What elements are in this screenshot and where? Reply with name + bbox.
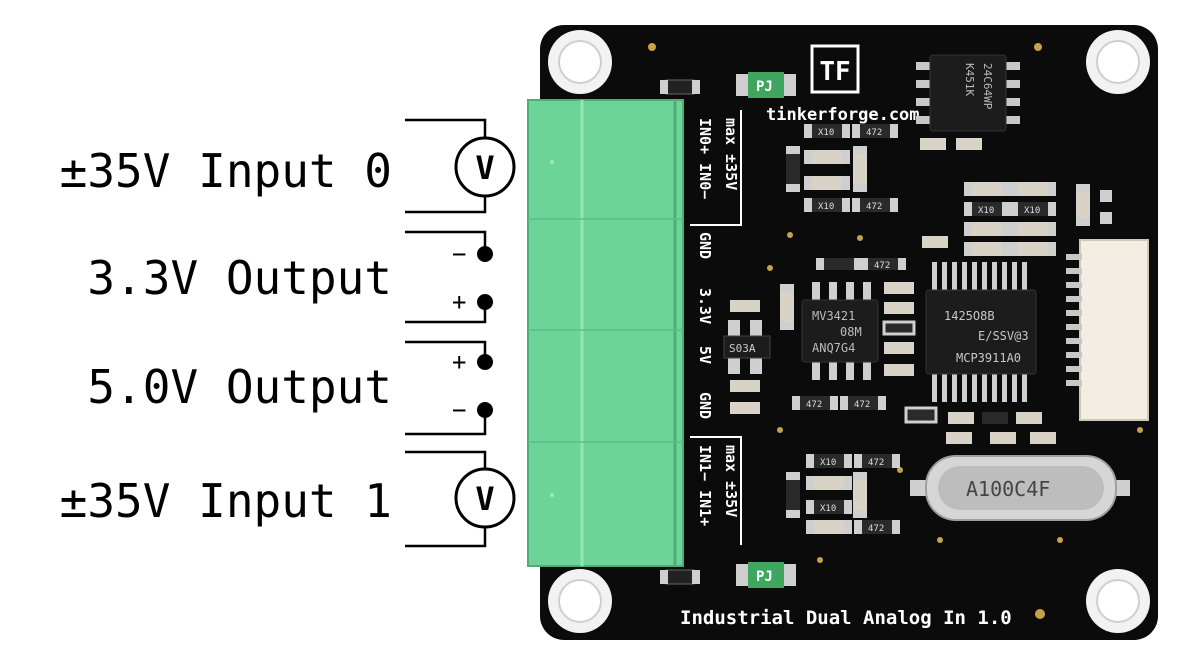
terminal-dots — [477, 246, 493, 418]
wire-33v-gnd — [405, 230, 487, 254]
res-label: X10 — [818, 202, 834, 212]
adc-marking-1: 1425O8B — [944, 309, 995, 323]
svg-text:TF: TF — [819, 57, 850, 87]
opamp-marking-3: ANQ7G4 — [812, 341, 855, 355]
eeprom-marking-1: 24C64WP — [981, 63, 994, 110]
res-label: 472 — [868, 458, 884, 468]
terminal-dot — [477, 294, 493, 310]
label-input1: ±35V Input 1 — [60, 474, 392, 528]
small-transistors — [660, 79, 700, 585]
crystal-oscillator: A100C4F — [910, 455, 1130, 521]
res-label: X10 — [820, 504, 836, 514]
wire-input0-bottom — [405, 196, 487, 214]
res-label: X10 — [978, 206, 994, 216]
diode-marking: S03A — [729, 342, 756, 355]
adc-marking-2: E/SSV@3 — [978, 329, 1029, 343]
res-label: 472 — [874, 261, 890, 271]
side-connector — [1066, 239, 1149, 421]
res-label: X10 — [820, 458, 836, 468]
voltmeter-input0: V — [454, 136, 516, 198]
fuse-top: PJ — [736, 72, 796, 98]
opamp-chip: MV3421 08M ANQ7G4 — [801, 282, 879, 380]
resistor-group-lower: 472 472 X10 472 X10 472 — [786, 396, 1056, 534]
pin-rating-bottom: max ±35V — [722, 445, 740, 517]
fuse-bottom: PJ — [736, 562, 796, 588]
wire-50v-gnd — [405, 410, 487, 436]
tinkerforge-logo: TF — [810, 44, 860, 94]
pin-label-5v: 5V — [696, 346, 714, 364]
wire-50v-plus — [405, 340, 487, 362]
pin-labels-top: IN0+ IN0− — [696, 118, 714, 199]
terminal-dot — [477, 246, 493, 262]
passive-components: X10 472 X10 472 X10 X10 — [730, 124, 1112, 534]
mounting-hole-bottom-left — [548, 569, 612, 633]
voltmeter-symbol: V — [475, 149, 494, 187]
eeprom-marking-2: K451K — [963, 63, 976, 96]
mounting-hole-top-right — [1086, 30, 1150, 94]
pin-label-gnd-a: GND — [696, 232, 714, 259]
opamp-marking-1: MV3421 — [812, 309, 855, 323]
resistor-group-right: X10 X10 — [920, 138, 1112, 256]
sign-50v-minus: − — [452, 396, 466, 424]
terminal-block — [527, 99, 684, 567]
label-input0: ±35V Input 0 — [60, 144, 392, 198]
fuse-top-marking: PJ — [756, 79, 773, 95]
sign-50v-plus: + — [452, 348, 466, 376]
res-label: X10 — [818, 128, 834, 138]
res-label: X10 — [1024, 206, 1040, 216]
pin-silkscreen: max ±35V IN0+ IN0− GND 3.3V 5V GND IN1− … — [690, 110, 742, 545]
resistor-group-middle: 472 — [730, 258, 916, 414]
mounting-hole-bottom-right — [1086, 569, 1150, 633]
wire-input1-bottom — [405, 528, 487, 548]
sign-33v-minus: − — [452, 240, 466, 268]
resistor-group-top: X10 472 X10 472 — [786, 124, 898, 212]
vias — [648, 43, 1143, 619]
adc-chip: 1425O8B E/SSV@3 MCP3911A0 — [925, 262, 1037, 402]
res-label: 472 — [854, 400, 870, 410]
res-label: 472 — [868, 524, 884, 534]
board-name: Industrial Dual Analog In 1.0 — [680, 607, 1012, 629]
label-output-33v: 3.3V Output — [87, 251, 392, 305]
pin-rating-top: max ±35V — [722, 118, 740, 190]
pin-label-gnd-b: GND — [696, 392, 714, 419]
res-label: 472 — [806, 400, 822, 410]
adc-marking-3: MCP3911A0 — [956, 351, 1021, 365]
pin-label-33v: 3.3V — [696, 288, 714, 324]
pin-labels-bottom: IN1− IN1+ — [696, 445, 714, 526]
wire-33v-plus — [405, 302, 487, 324]
wire-input0-top — [405, 118, 487, 138]
terminal-dot — [477, 402, 493, 418]
voltmeter-symbol: V — [475, 480, 494, 518]
wire-input1-top — [405, 450, 487, 468]
sign-33v-plus: + — [452, 288, 466, 316]
opamp-marking-2: 08M — [840, 325, 862, 339]
eeprom-chip: 24C64WP K451K — [916, 54, 1020, 132]
terminal-dot — [477, 354, 493, 370]
voltmeter-input1: V — [454, 467, 516, 529]
res-label: 472 — [866, 128, 882, 138]
mounting-hole-top-left — [548, 30, 612, 94]
diode: S03A — [723, 320, 771, 374]
brand-url: tinkerforge.com — [766, 105, 920, 125]
res-label: 472 — [866, 202, 882, 212]
label-output-50v: 5.0V Output — [87, 360, 392, 414]
crystal-marking: A100C4F — [966, 477, 1050, 501]
fuse-bottom-marking: PJ — [756, 569, 773, 585]
